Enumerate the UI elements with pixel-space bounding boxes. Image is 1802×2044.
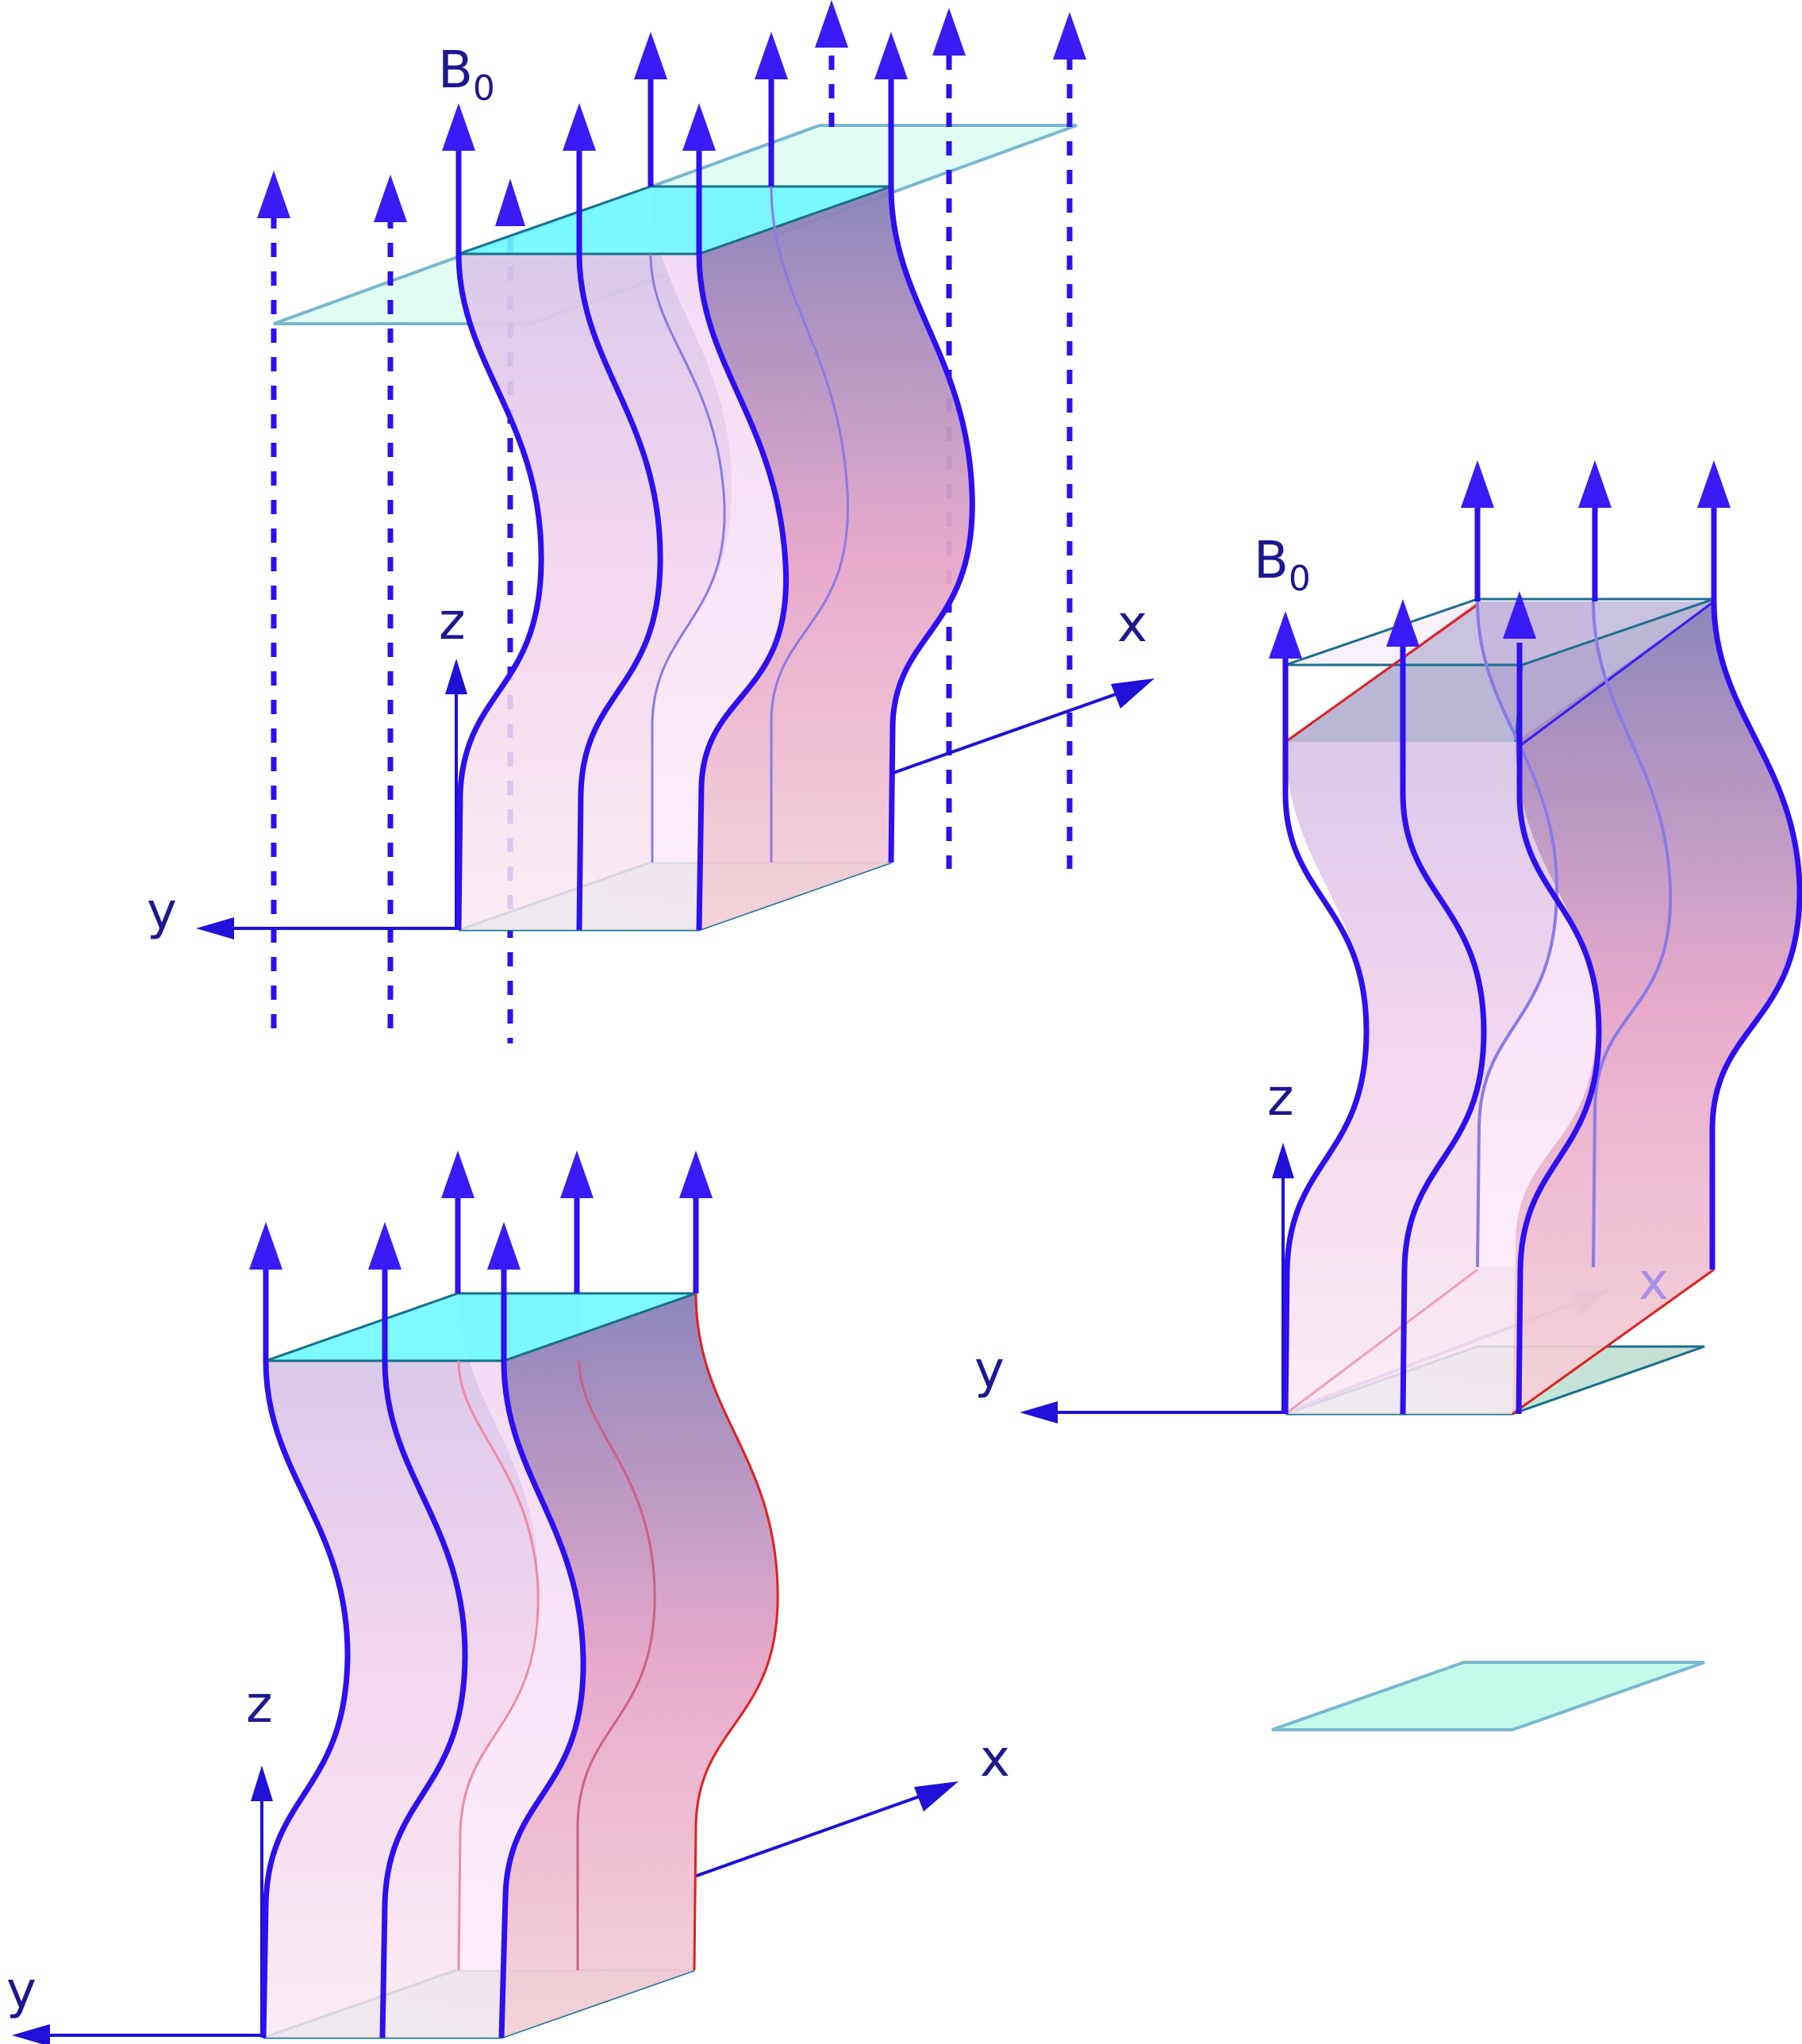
field-arrow-icon (634, 32, 667, 79)
axis-arrow-icon (1020, 1401, 1058, 1424)
field-arrow-icon (487, 1222, 521, 1270)
axis-arrow-icon (251, 1765, 273, 1801)
field-arrow-icon (563, 103, 596, 151)
axis-arrow-icon (196, 917, 234, 939)
field-arrow-icon (1697, 460, 1731, 508)
axis-arrow-icon (914, 1781, 959, 1812)
field-arrow-icon (1503, 591, 1536, 639)
z-axis-label: z (1267, 1069, 1294, 1128)
field-arrow-icon (441, 1151, 475, 1198)
field-arrow-icon (874, 32, 908, 79)
back-field-lines (649, 186, 850, 863)
field-arrow-icon (932, 8, 966, 56)
flux-tube-side (699, 186, 973, 930)
x-axis-label: x (980, 1730, 1010, 1788)
axis-arrow-icon (12, 2024, 50, 2044)
flux-tube-side (501, 1293, 778, 2038)
x-axis (890, 689, 1128, 775)
field-arrow-icon (495, 179, 525, 226)
solid-field-arrows (1269, 460, 1731, 659)
red-edges (457, 1293, 779, 1971)
field-arrow-icon (249, 1222, 282, 1270)
field-arrow-icon (560, 1151, 594, 1198)
panel-bottom-left: z x y (6, 1151, 1010, 2044)
field-arrow-icon (257, 171, 290, 218)
y-axis-label: y (974, 1341, 1005, 1400)
field-arrow-icon (815, 0, 848, 48)
panel-right: B0 z x y (974, 460, 1802, 1731)
solid-field-lines (260, 1190, 699, 2038)
field-arrow-icon (1461, 460, 1494, 508)
field-arrow-icon (682, 103, 716, 151)
solid-field-lines (1282, 508, 1802, 1415)
field-arrow-icon (1053, 12, 1086, 60)
back-field-lines (1476, 601, 1673, 1268)
x-axis (694, 1792, 929, 1878)
flux-tube-side (1512, 601, 1800, 1414)
red-edges (1285, 603, 1715, 1416)
field-arrow-icon (1386, 599, 1420, 647)
solid-field-arrows (249, 1151, 713, 1270)
field-arrow-icon (368, 1222, 402, 1270)
z-axis-label: z (246, 1676, 273, 1735)
field-arrow-icon (374, 175, 407, 222)
field-arrow-icon (679, 1151, 713, 1198)
x-axis-label: x (1639, 1253, 1669, 1312)
y-axis-label: y (6, 1961, 37, 2020)
solid-field-arrows (442, 32, 908, 151)
axis-arrow-icon (1111, 678, 1155, 709)
lower-plane (1271, 1661, 1705, 1731)
field-arrow-icon (1578, 460, 1612, 508)
field-arrow-icon (1269, 611, 1302, 659)
axis-arrow-icon (1272, 1143, 1294, 1178)
field-arrow-icon (442, 103, 475, 151)
x-axis-label: x (1117, 595, 1147, 654)
field-label: B0 (438, 41, 495, 109)
field-arrow-icon (755, 32, 788, 79)
panel-top-left: B0 z x y (147, 0, 1155, 1043)
field-label: B0 (1254, 532, 1311, 599)
dashed-field-arrows (257, 0, 1086, 226)
z-axis-label: z (439, 593, 466, 651)
y-axis-label: y (147, 882, 177, 941)
flux-tube-front (1285, 742, 1597, 1414)
solid-field-lines (455, 79, 975, 931)
axis-arrow-icon (445, 659, 467, 694)
